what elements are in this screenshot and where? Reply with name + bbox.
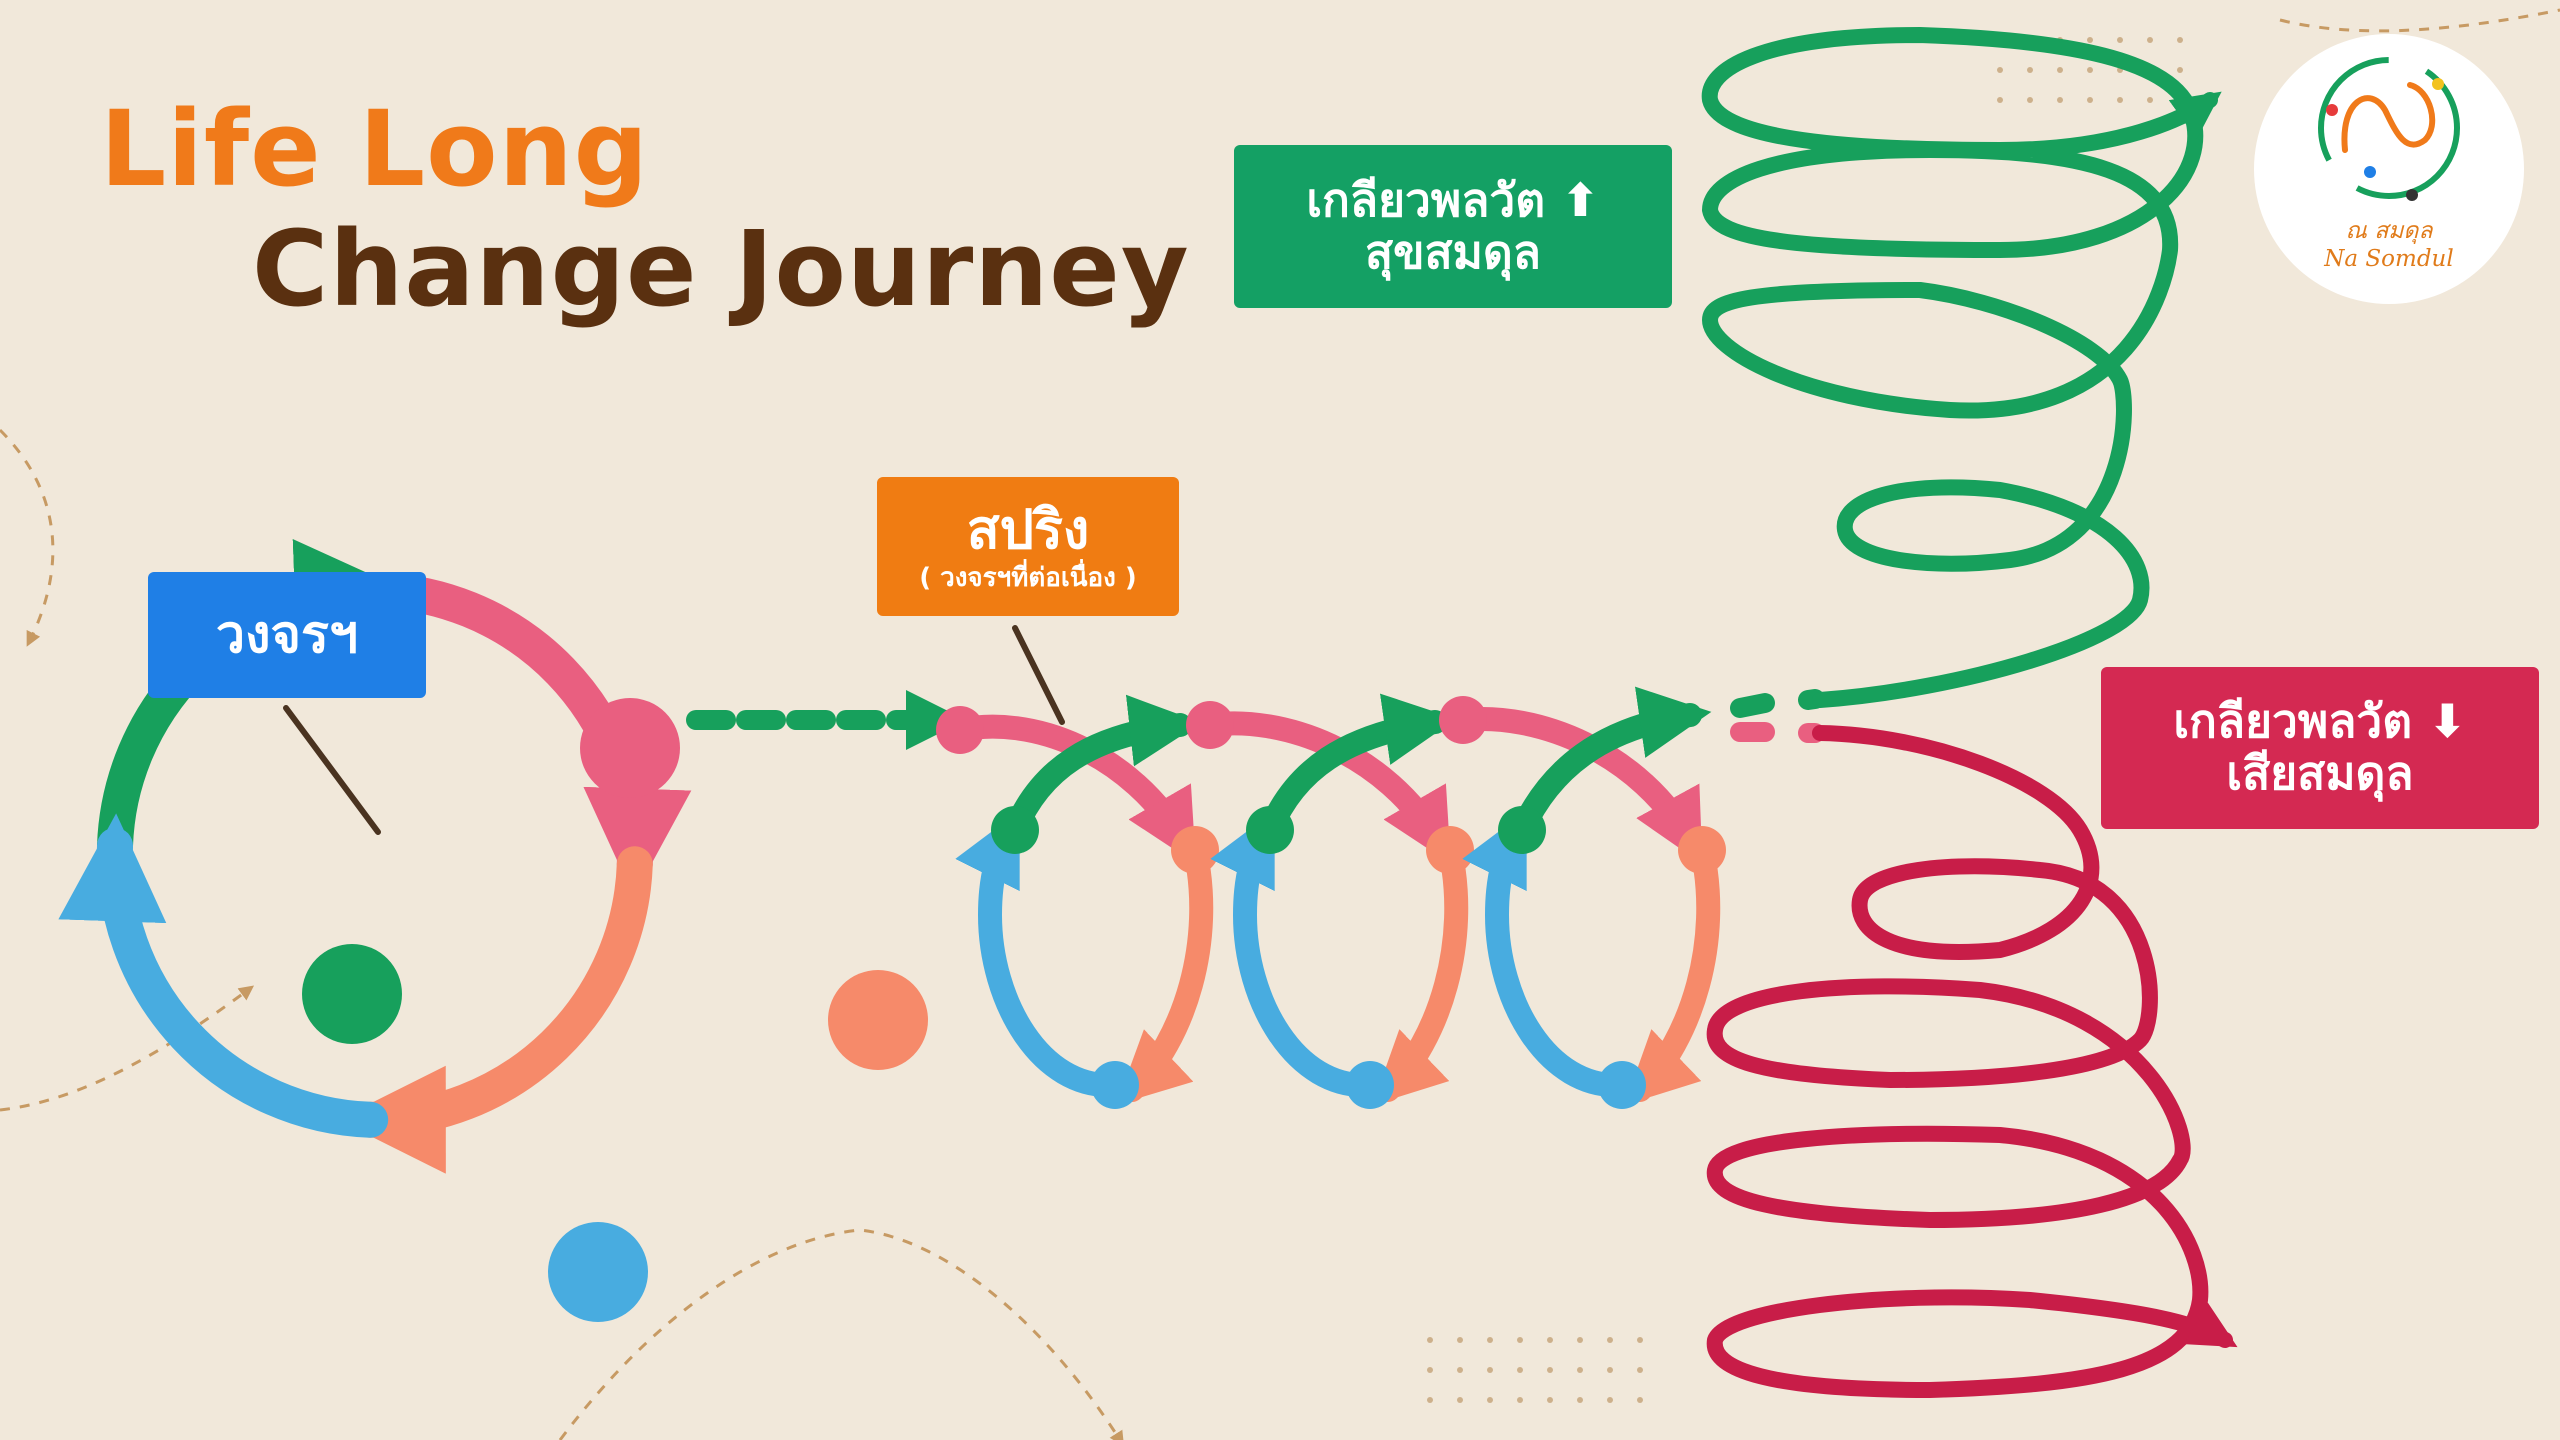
upward-spiral-label-line1: เกลียวพลวัต ⬆ bbox=[1306, 172, 1600, 227]
logo-text: ณ สมดุล Na Somdul bbox=[2254, 218, 2524, 273]
logo-badge bbox=[2254, 34, 2524, 304]
coil-1-node-pink bbox=[936, 706, 984, 754]
coil-2-node-blue bbox=[1346, 1061, 1394, 1109]
spring-coil-3 bbox=[1439, 686, 1726, 1109]
coil-1-salmon bbox=[1116, 838, 1214, 1105]
downward-spiral-path bbox=[1706, 725, 2238, 1399]
spring-coil-2 bbox=[1186, 693, 1474, 1109]
spring-leader-line bbox=[1012, 625, 1065, 725]
big-cycle bbox=[58, 539, 928, 1322]
spiral-branch-dashes bbox=[1730, 689, 1825, 743]
coil-3-node-blue bbox=[1598, 1061, 1646, 1109]
deco-curve-lower-left bbox=[0, 985, 255, 1112]
coil-2-node-green bbox=[1246, 806, 1294, 854]
big-cycle-arc-salmon bbox=[337, 846, 653, 1174]
spiral-logo-icon bbox=[2318, 57, 2460, 201]
downward-spiral-label-line1: เกลียวพลวัต ⬇ bbox=[2173, 694, 2467, 749]
spring-coils bbox=[936, 686, 1726, 1109]
coil-2-blue bbox=[1210, 810, 1382, 1098]
coil-2-node-salmon bbox=[1426, 826, 1474, 874]
title-line-1: Life Long bbox=[100, 88, 650, 210]
coil-1-node-green bbox=[991, 806, 1039, 854]
upward-spiral-label-line2: สุขสมดุล bbox=[1365, 224, 1541, 279]
coil-2-node-pink bbox=[1186, 701, 1234, 749]
leader-lines bbox=[283, 625, 1065, 835]
coil-3-node-green bbox=[1498, 806, 1546, 854]
spring-label-box: สปริง ( วงจรฯที่ต่อเนื่อง ) bbox=[877, 477, 1179, 616]
decorative-dot-grid-bottom bbox=[1427, 1337, 1643, 1403]
coil-3-node-pink bbox=[1439, 696, 1487, 744]
downward-spiral-label-box: เกลียวพลวัต ⬇ เสียสมดุล bbox=[2101, 667, 2539, 829]
coil-2-salmon bbox=[1372, 838, 1469, 1105]
spring-coil-1 bbox=[936, 694, 1219, 1109]
coil-1-node-salmon bbox=[1171, 826, 1219, 874]
big-cycle-arc-pink bbox=[352, 572, 692, 897]
cycle-label: วงจรฯ bbox=[215, 604, 359, 665]
coil-1-node-blue bbox=[1091, 1061, 1139, 1109]
coil-3-salmon bbox=[1624, 838, 1721, 1105]
upward-spiral bbox=[1701, 26, 2222, 708]
green-dash-1 bbox=[1730, 693, 1775, 718]
logo-thai-text: ณ สมดุล bbox=[2345, 218, 2433, 244]
cycle-label-box: วงจรฯ bbox=[148, 572, 426, 698]
spring-label: สปริง bbox=[966, 497, 1090, 561]
big-cycle-node-top bbox=[580, 698, 680, 798]
coil-3-pink bbox=[1451, 707, 1704, 864]
logo-latin-text: Na Somdul bbox=[2324, 245, 2454, 272]
coil-3-node-salmon bbox=[1678, 826, 1726, 874]
cycle-leader-line bbox=[283, 705, 381, 835]
big-cycle-arc-blue bbox=[58, 813, 389, 1138]
deco-curve-left bbox=[0, 428, 55, 647]
decorative-dashed-lines bbox=[0, 8, 2560, 1440]
big-cycle-node-left bbox=[302, 944, 402, 1044]
big-cycle-node-right bbox=[828, 970, 928, 1070]
deco-curve-top-right bbox=[2279, 8, 2560, 33]
spring-sublabel: ( วงจรฯที่ต่อเนื่อง ) bbox=[919, 563, 1137, 594]
title-line-2: Change Journey bbox=[252, 208, 1190, 330]
upward-spiral-label-box: เกลียวพลวัต ⬆ สุขสมดุล bbox=[1234, 145, 1672, 308]
downward-spiral bbox=[1706, 725, 2238, 1399]
coil-2-pink bbox=[1198, 711, 1452, 864]
upward-spiral-path bbox=[1701, 26, 2222, 708]
coil-3-blue bbox=[1462, 810, 1634, 1098]
coil-1-blue bbox=[955, 810, 1127, 1098]
big-cycle-node-bottom bbox=[548, 1222, 648, 1322]
downward-spiral-label-line2: เสียสมดุล bbox=[2226, 746, 2414, 800]
